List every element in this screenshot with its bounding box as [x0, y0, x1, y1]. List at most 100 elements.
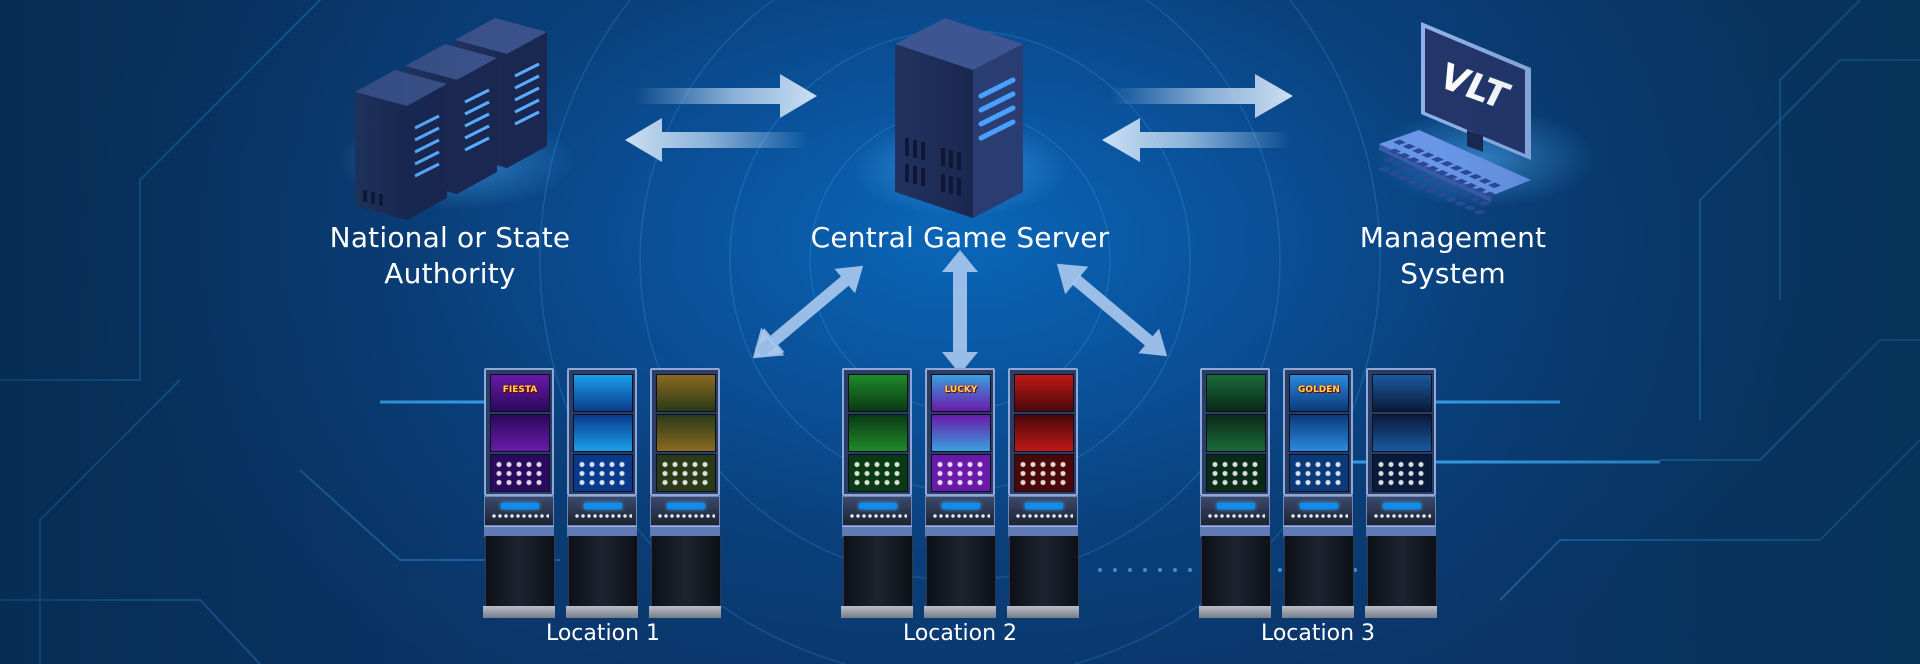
ledge: [650, 526, 720, 537]
base: [649, 606, 721, 618]
reel-screen: [1372, 454, 1432, 492]
reel-screen: [1206, 454, 1266, 492]
game-title: LUCKY: [944, 385, 978, 395]
top-screen: [1206, 374, 1266, 412]
button-deck: [567, 496, 637, 526]
top-screen: [1372, 374, 1432, 412]
ledge: [1283, 526, 1353, 537]
top-screen: [656, 374, 716, 412]
slot-machine: [841, 368, 913, 618]
slot-machine: GOLDEN: [1282, 368, 1354, 618]
cabinet: [568, 536, 638, 606]
arrow-central-location2: [942, 250, 978, 374]
base: [924, 606, 996, 618]
ledge: [1008, 526, 1078, 537]
central-server-label: Central Game Server: [810, 221, 1110, 254]
cabinet: [1009, 536, 1079, 606]
machine-screens: [1008, 368, 1078, 496]
base: [483, 606, 555, 618]
server-tower-icon: [850, 18, 1070, 218]
base: [566, 606, 638, 618]
button-deck: [650, 496, 720, 526]
machine-screens: [650, 368, 720, 496]
slot-machine: LUCKY: [924, 368, 996, 618]
arrow-left-to-authority: [625, 118, 808, 162]
middle-screen: [1372, 414, 1432, 452]
top-screen: [573, 374, 633, 412]
ledge: [1200, 526, 1270, 537]
arrows-authority-central: [625, 74, 817, 162]
cabinet: [843, 536, 913, 606]
ledge: [567, 526, 637, 537]
cabinet: [485, 536, 555, 606]
middle-screen: [848, 414, 908, 452]
button-deck: [1008, 496, 1078, 526]
location-2-label: Location 2: [902, 621, 1018, 646]
middle-screen: [1289, 414, 1349, 452]
vlt-computer-icon: VLT: [1375, 22, 1595, 215]
middle-screen: [656, 414, 716, 452]
authority-label-line1: National or State: [329, 221, 571, 254]
reel-screen: [490, 454, 550, 492]
management-label: Management System: [1303, 220, 1603, 292]
machine-screens: [1200, 368, 1270, 496]
location-1-label: Location 1: [545, 621, 661, 646]
button-deck: [484, 496, 554, 526]
server-rack-icon: [335, 18, 575, 220]
base: [841, 606, 913, 618]
management-label-line2: System: [1400, 257, 1506, 290]
top-screen: LUCKY: [931, 374, 991, 412]
base: [1365, 606, 1437, 618]
cabinet: [1284, 536, 1354, 606]
arrow-central-location3: [1056, 263, 1168, 357]
authority-label-line2: Authority: [384, 257, 516, 290]
cabinet: [926, 536, 996, 606]
arrow-central-location1: [752, 265, 864, 359]
machine-screens: LUCKY: [925, 368, 995, 496]
middle-screen: [490, 414, 550, 452]
reel-screen: [931, 454, 991, 492]
reel-screen: [1014, 454, 1074, 492]
slot-machine: [649, 368, 721, 618]
base: [1282, 606, 1354, 618]
middle-screen: [1206, 414, 1266, 452]
machine-screens: FIESTA: [484, 368, 554, 496]
button-deck: [1283, 496, 1353, 526]
button-deck: [842, 496, 912, 526]
arrow-right-to-central: [635, 74, 817, 118]
slot-machine: FIESTA: [483, 368, 555, 618]
middle-screen: [931, 414, 991, 452]
button-deck: [1200, 496, 1270, 526]
machine-screens: GOLDEN: [1283, 368, 1353, 496]
ledge: [484, 526, 554, 537]
top-screen: [848, 374, 908, 412]
base: [1007, 606, 1079, 618]
top-screen: GOLDEN: [1289, 374, 1349, 412]
arrows-central-management: [1102, 74, 1293, 162]
middle-screen: [1014, 414, 1074, 452]
arrow-left-to-central: [1102, 118, 1290, 162]
reel-screen: [1289, 454, 1349, 492]
base: [1199, 606, 1271, 618]
ledge: [1366, 526, 1436, 537]
reel-screen: [848, 454, 908, 492]
machine-screens: [842, 368, 912, 496]
middle-screen: [573, 414, 633, 452]
cabinet: [1201, 536, 1271, 606]
reel-screen: [656, 454, 716, 492]
location-3-label: Location 3: [1260, 621, 1376, 646]
top-screen: [1014, 374, 1074, 412]
cabinet: [1367, 536, 1437, 606]
machine-screens: [567, 368, 637, 496]
management-label-line1: Management: [1359, 221, 1547, 254]
slot-machine: [1365, 368, 1437, 618]
ledge: [842, 526, 912, 537]
authority-label: National or State Authority: [300, 220, 600, 292]
top-screen: FIESTA: [490, 374, 550, 412]
slot-machine: [1007, 368, 1079, 618]
ledge: [925, 526, 995, 537]
button-deck: [1366, 496, 1436, 526]
game-title: FIESTA: [502, 385, 538, 395]
